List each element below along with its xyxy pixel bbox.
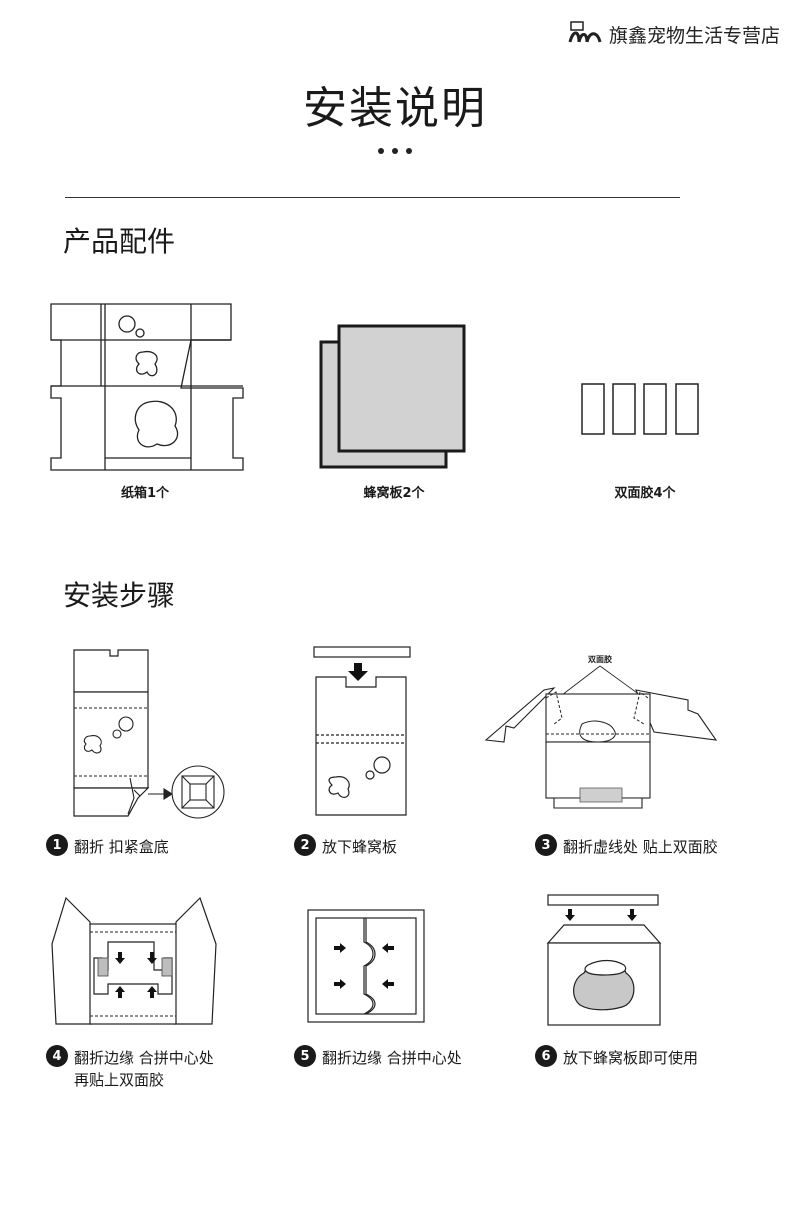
step-caption-2: 2 放下蜂窝板	[294, 834, 398, 858]
honeycomb-board-icon	[319, 324, 466, 469]
section-title-steps: 安装步骤	[63, 579, 176, 612]
step-4-diagram	[51, 896, 217, 1025]
step-5-diagram	[307, 909, 425, 1023]
page-title: 安装说明	[303, 83, 487, 134]
double-sided-tape-icon	[581, 383, 699, 435]
step-text-line2: 再贴上双面胶	[74, 1071, 165, 1089]
section-title-parts: 产品配件	[63, 225, 176, 258]
dot	[406, 148, 412, 154]
step-caption-4: 4 翻折边缘 合拼中心处 再贴上双面胶	[46, 1045, 214, 1091]
brand: 旗鑫宠物生活专营店	[567, 20, 780, 48]
step-1-diagram	[73, 649, 225, 819]
step-3-diagram: 双面胶	[484, 654, 718, 809]
step-text: 翻折边缘 合拼中心处	[74, 1049, 214, 1067]
brand-logo-icon	[568, 21, 602, 43]
step-number-badge: 3	[535, 834, 557, 856]
step-text: 翻折 扣紧盒底	[74, 838, 169, 856]
part-label: 蜂窝板2个	[363, 486, 425, 501]
divider	[65, 197, 680, 198]
step-text: 翻折边缘 合拼中心处	[322, 1049, 462, 1067]
step-caption-3: 3 翻折虚线处 贴上双面胶	[535, 834, 718, 858]
step-number-badge: 5	[294, 1045, 316, 1067]
step-caption-5: 5 翻折边缘 合拼中心处	[294, 1045, 462, 1069]
step-2-diagram	[313, 646, 411, 816]
step-number-badge: 1	[46, 834, 68, 856]
step-text: 放下蜂窝板即可使用	[563, 1049, 699, 1067]
step-number-badge: 6	[535, 1045, 557, 1067]
title-dots	[0, 148, 790, 154]
step-6-diagram	[546, 894, 662, 1026]
step-caption-6: 6 放下蜂窝板即可使用	[535, 1045, 699, 1069]
dot	[378, 148, 384, 154]
step-text: 放下蜂窝板	[322, 838, 398, 856]
part-label: 纸箱1个	[120, 486, 170, 501]
part-label: 双面胶4个	[614, 486, 676, 501]
step-number-badge: 4	[46, 1045, 68, 1067]
diagram-label-tape: 双面胶	[588, 654, 612, 664]
cardboard-box-icon	[50, 303, 244, 471]
brand-name: 旗鑫宠物生活专营店	[608, 24, 780, 47]
dot	[392, 148, 398, 154]
step-caption-1: 1 翻折 扣紧盒底	[46, 834, 169, 858]
step-text: 翻折虚线处 贴上双面胶	[563, 838, 718, 856]
step-number-badge: 2	[294, 834, 316, 856]
